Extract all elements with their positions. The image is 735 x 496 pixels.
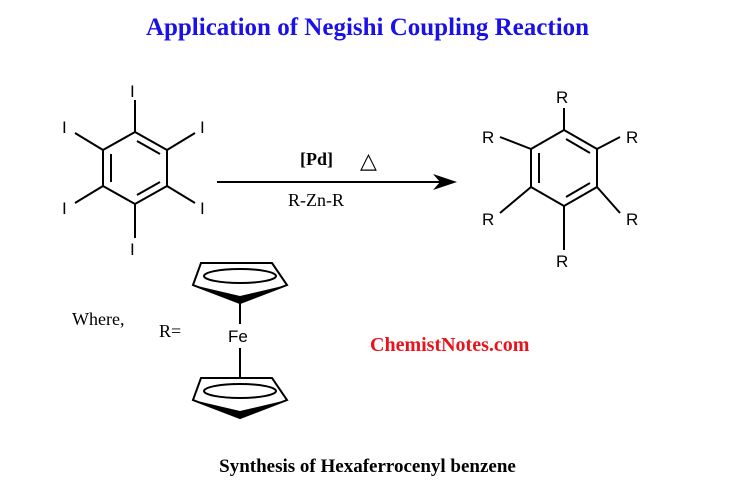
reactant-bond	[166, 132, 196, 151]
catalyst-label: [Pd]	[300, 149, 333, 169]
product-bond	[596, 186, 621, 214]
iodine-label: I	[62, 199, 67, 218]
product-structure	[499, 108, 621, 250]
reactant-benzene-ring	[102, 130, 168, 206]
product-double-bond	[565, 138, 591, 154]
product-benzene-ring	[530, 128, 598, 208]
r-group-label: R	[626, 210, 638, 229]
page-title: Application of Negishi Coupling Reaction	[145, 14, 590, 41]
iodine-label: I	[200, 118, 205, 137]
ferrocene-structure: Fe	[191, 262, 289, 420]
bottom-cyclopentadienyl-ring	[191, 377, 289, 420]
r-group-label: R	[556, 88, 568, 107]
reagent-label: R-Zn-R	[288, 190, 344, 210]
reactant-bond	[74, 132, 104, 151]
product-double-bond	[565, 182, 591, 198]
product-bond	[596, 136, 621, 150]
product-r-labels: R R R R R R	[482, 88, 638, 271]
reactant-iodine-labels: I I I I I I	[62, 82, 205, 259]
product-bond	[499, 136, 532, 150]
watermark: ChemistNotes.com	[370, 334, 530, 356]
r-group-label: R	[482, 210, 494, 229]
iodine-label: I	[200, 199, 205, 218]
iodine-label: I	[130, 240, 135, 259]
r-group-label: R	[626, 128, 638, 147]
where-label: Where,	[72, 309, 124, 329]
hexaiodobenzene-structure	[74, 100, 196, 238]
r-group-label: R	[482, 128, 494, 147]
reactant-double-bond	[136, 140, 161, 155]
iron-label: Fe	[228, 327, 248, 346]
reaction-arrow	[217, 174, 457, 190]
heat-icon: △	[360, 148, 377, 173]
reactant-double-bond	[136, 181, 161, 196]
r-group-label: R	[556, 252, 568, 271]
iodine-label: I	[62, 118, 67, 137]
r-equals-label: R=	[159, 321, 181, 341]
reactant-bond	[166, 185, 196, 204]
caption: Synthesis of Hexaferrocenyl benzene	[219, 456, 516, 477]
product-bond	[499, 186, 532, 214]
reactant-bond	[74, 185, 104, 204]
iodine-label: I	[130, 82, 135, 101]
